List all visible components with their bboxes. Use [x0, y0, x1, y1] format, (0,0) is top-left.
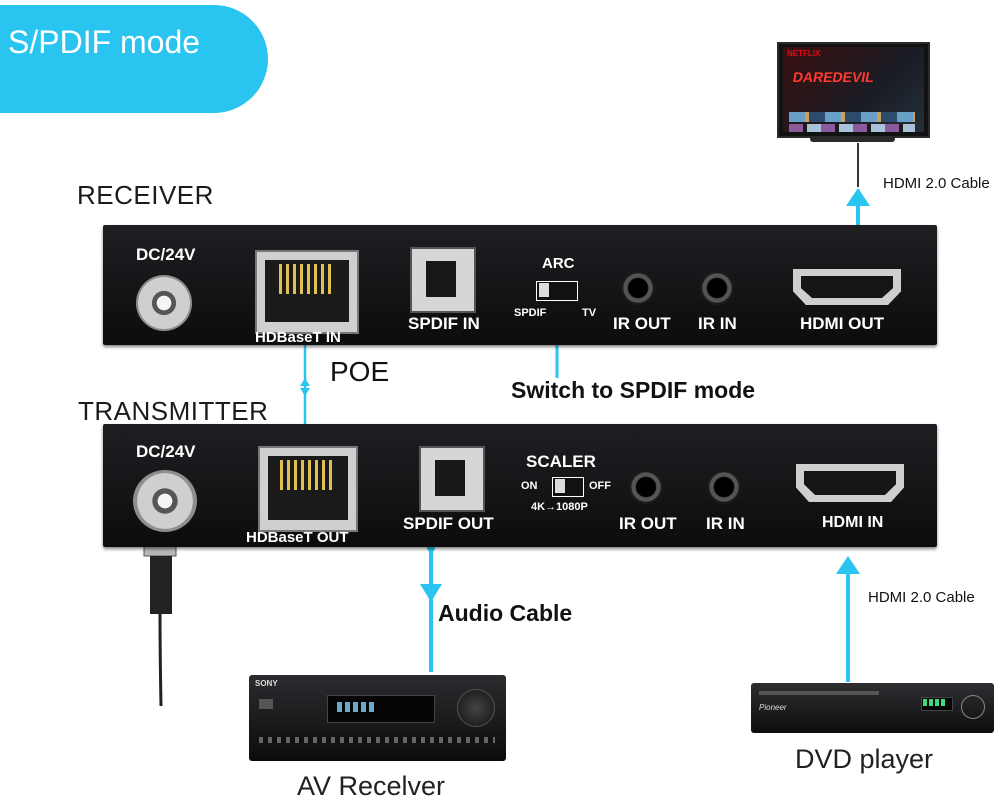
audio-cable-label: Audio Cable	[438, 600, 573, 626]
receiver-dc-label: DC/24V	[136, 245, 196, 264]
dvd-brand: Pioneer	[759, 703, 787, 712]
scaler-off-label: OFF	[589, 480, 611, 492]
scaler-mode-label: 4K→1080P	[531, 501, 588, 513]
hdmi-out-port-icon	[793, 269, 901, 305]
arc-switch-knob	[539, 283, 549, 297]
dc-power-jack-icon	[133, 470, 197, 532]
transmitter-dc-label: DC/24V	[136, 442, 196, 461]
dvd-player-label: DVD player	[795, 744, 934, 774]
hdbaset-in-label: HDBaseT IN	[255, 329, 341, 346]
spdif-in-label: SPDIF IN	[408, 314, 480, 333]
ir-in-jack-icon	[707, 470, 741, 504]
tv-brand: NETFLIX	[787, 49, 821, 58]
dc-power-jack-icon	[136, 275, 192, 331]
arc-spdif-label: SPDIF	[514, 307, 547, 319]
dvd-player-icon: Pioneer	[751, 683, 994, 733]
optical-port-icon	[419, 446, 485, 512]
hdmi-out-arrow	[846, 188, 870, 206]
ir-out-jack-icon	[621, 271, 655, 305]
audio-arrow	[420, 584, 442, 602]
hdmi-in-label: HDMI IN	[822, 514, 884, 531]
rj45-port-icon	[258, 446, 358, 532]
ir-in-jack-icon	[700, 271, 734, 305]
page-title: S/PDIF mode	[8, 24, 201, 60]
hdmi-cable-top-label: HDMI 2.0 Cable	[883, 175, 990, 192]
scaler-switch-knob	[555, 479, 565, 493]
scaler-label: SCALER	[526, 452, 596, 471]
poe-label: POE	[330, 356, 390, 387]
receiver-ir-out-label: IR OUT	[613, 314, 671, 333]
tv-stand	[810, 136, 895, 142]
receiver-label: RECEIVER	[77, 180, 214, 210]
hdmi-cable-bottom-label: HDMI 2.0 Cable	[868, 589, 975, 606]
title-banner	[0, 5, 268, 113]
hdmi-out-label: HDMI OUT	[800, 314, 885, 333]
arc-switch[interactable]	[536, 281, 578, 301]
spdif-out-label: SPDIF OUT	[403, 514, 494, 533]
scaler-on-label: ON	[521, 480, 538, 492]
rj45-port-icon	[255, 250, 359, 334]
transmitter-ir-in-label: IR IN	[706, 514, 745, 533]
hdbaset-out-label: HDBaseT OUT	[246, 529, 349, 546]
transmitter-ir-out-label: IR OUT	[619, 514, 677, 533]
ir-out-jack-icon	[629, 470, 663, 504]
arc-label: ARC	[542, 255, 575, 272]
transmitter-label: TRANSMITTER	[78, 396, 269, 426]
receiver-panel: DC/24V HDBaseT IN SPDIF IN ARC SPDIF TV …	[103, 225, 937, 346]
hdmi-in-arrow	[836, 556, 860, 574]
av-receiver-label: AV Recelver	[297, 771, 446, 801]
av-receiver-icon: SONY	[249, 675, 506, 761]
tv-icon: NETFLIX DAREDEVIL	[777, 42, 930, 138]
transmitter-panel: DC/24V HDBaseT OUT SPDIF OUT SCALER ON O…	[103, 424, 937, 547]
hdmi-in-port-icon	[796, 464, 904, 502]
tv-show: DAREDEVIL	[791, 69, 876, 85]
av-brand: SONY	[255, 679, 278, 688]
scaler-switch[interactable]	[552, 477, 584, 497]
switch-callout: Switch to SPDIF mode	[511, 377, 756, 403]
receiver-ir-in-label: IR IN	[698, 314, 737, 333]
arc-tv-label: TV	[582, 307, 597, 319]
optical-port-icon	[410, 247, 476, 313]
